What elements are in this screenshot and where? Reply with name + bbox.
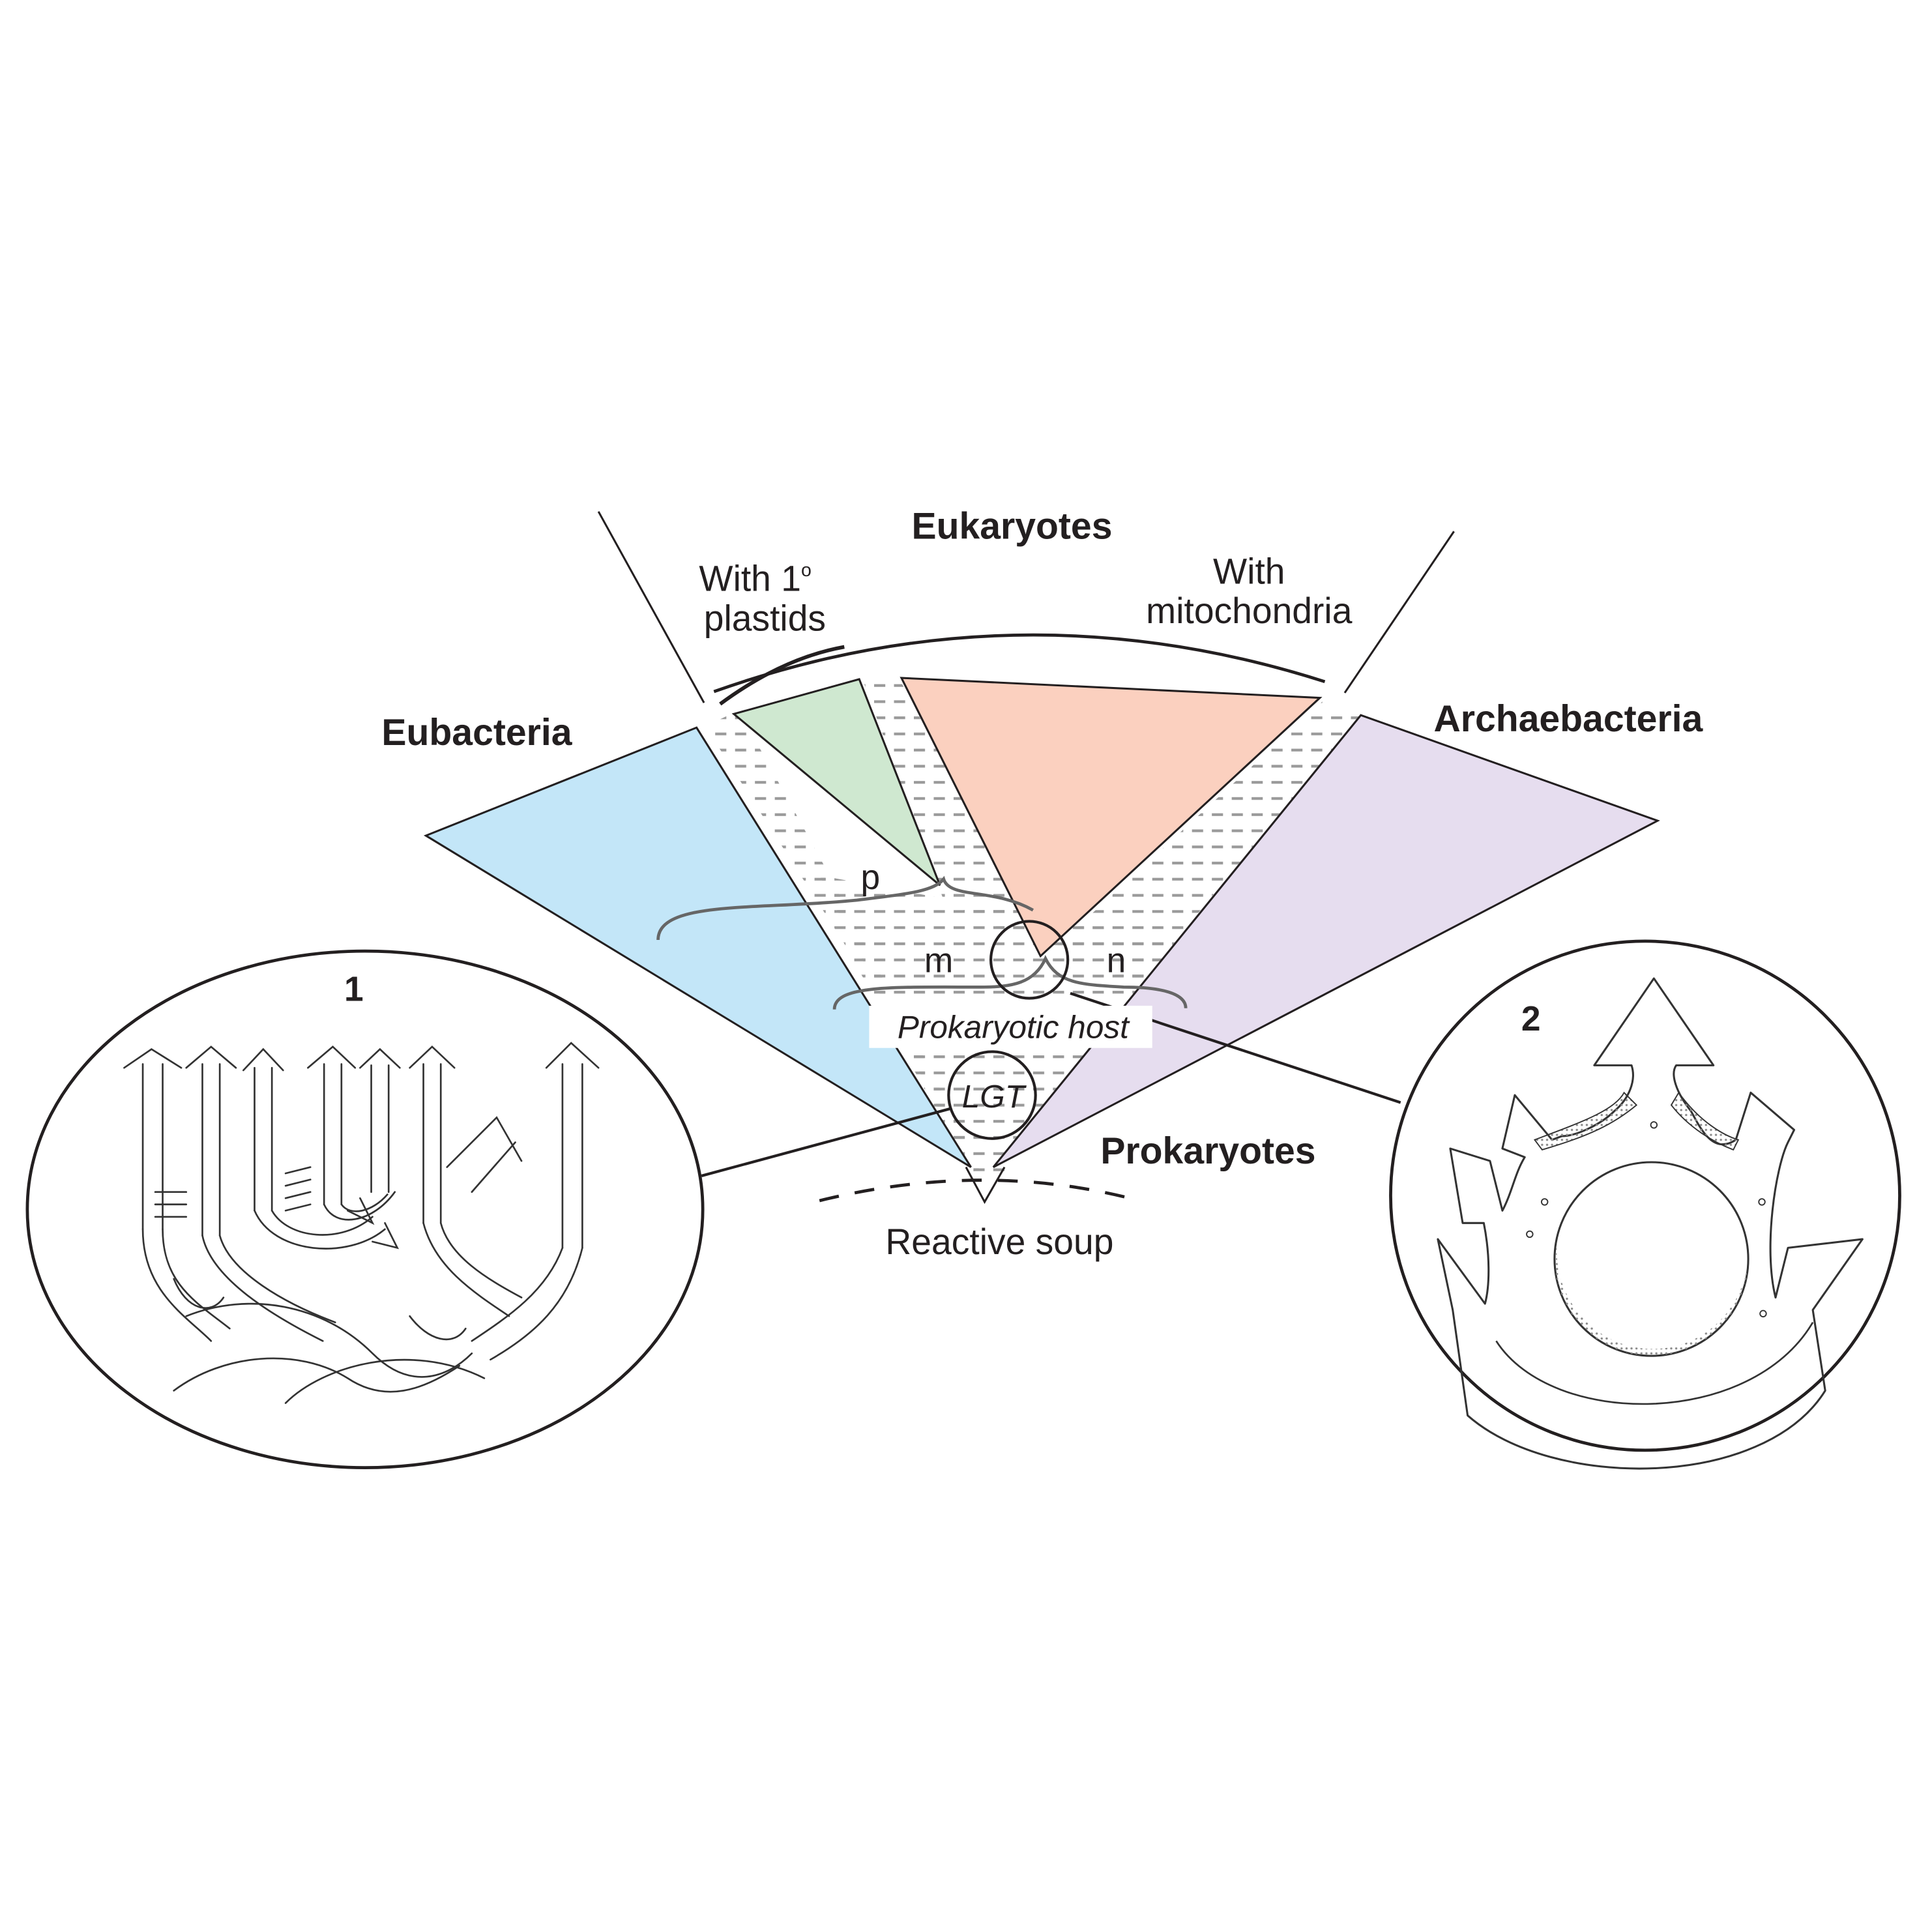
n-label: n — [1107, 942, 1126, 980]
eubacteria-label: Eubacteria — [381, 712, 572, 754]
reactive-soup-label: Reactive soup — [885, 1222, 1113, 1262]
with-plastids-label: With 1o — [699, 559, 811, 599]
eukaryotes-label: Eukaryotes — [911, 506, 1112, 548]
archaebacteria-label: Archaebacteria — [1433, 698, 1703, 740]
lgt-label: LGT — [962, 1079, 1027, 1115]
m-label: m — [924, 942, 953, 980]
mitochondria-arc — [713, 633, 1326, 694]
stipple-regions — [705, 680, 1361, 1174]
stipple-right — [1043, 701, 1361, 981]
endosymbiosis-circle — [989, 920, 1070, 1000]
eubacteria-wedge — [423, 726, 972, 1168]
plastids-label: plastids — [704, 598, 826, 639]
plastids-wedge — [731, 678, 941, 886]
prokaryotes-label: Prokaryotes — [1100, 1130, 1315, 1172]
stipple-center — [862, 680, 1044, 950]
mitochondria-label: mitochondria — [1146, 591, 1353, 631]
inset1-number: 1 — [344, 970, 364, 1008]
archaebacteria-wedge — [992, 714, 1660, 1168]
host-merge-curve — [832, 955, 1188, 1010]
reactive-soup-boundary — [819, 1178, 1131, 1203]
plastids-arc — [719, 645, 845, 706]
inset1-reticulate-sketch — [25, 949, 705, 1469]
mitochondria-wedge — [900, 677, 1323, 958]
prokaryotic-host-label: Prokaryotic host — [898, 1009, 1130, 1045]
inset2-number: 2 — [1521, 1000, 1541, 1038]
plastid-merge-curve — [656, 875, 1034, 941]
prokaryotic-host-box — [869, 1005, 1152, 1048]
right-divergence-line — [1343, 531, 1455, 694]
inset2-branching-arrows — [1437, 977, 1864, 1470]
left-divergence-line — [597, 511, 705, 703]
lgt-circle — [947, 1050, 1037, 1140]
leader-line-inset1 — [701, 1107, 950, 1177]
inset2-symbiogenic-sketch — [1389, 939, 1901, 1470]
stipple-left — [705, 710, 981, 1174]
with-label: With — [1213, 551, 1285, 591]
p-label: p — [860, 858, 880, 897]
